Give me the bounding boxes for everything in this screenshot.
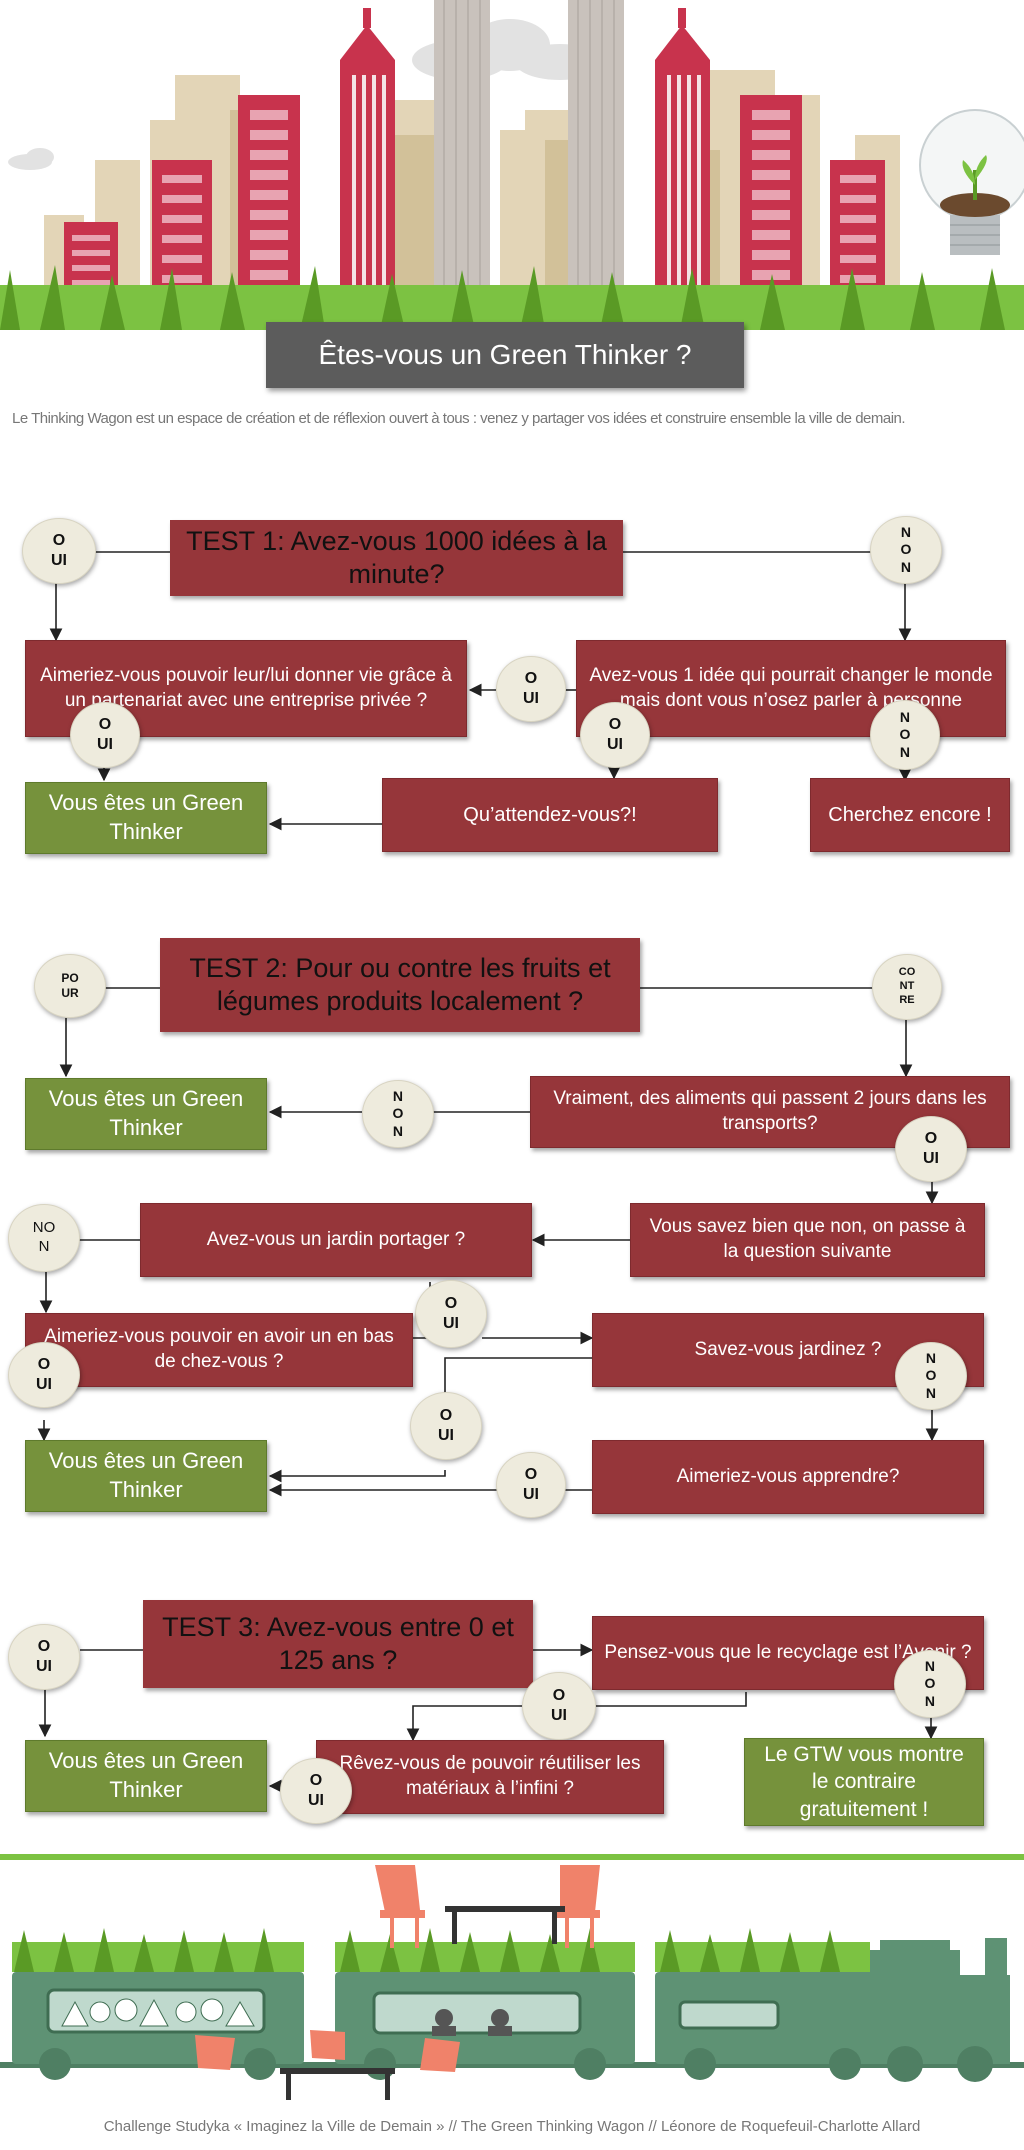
test2-non-circle-3: N O N	[895, 1342, 967, 1410]
test1-yes-left-circle: O UI	[70, 702, 140, 768]
test2-pour-circle: PO UR	[34, 954, 106, 1018]
test1-yes-circle: O UI	[22, 518, 96, 584]
test2-oui-circle-1: O UI	[895, 1116, 967, 1182]
test3-non-right-circle: N O N	[894, 1650, 966, 1718]
test2-question-know: Vous savez bien que non, on passe à la q…	[630, 1203, 985, 1277]
test2-oui-circle-2: O UI	[415, 1280, 487, 1348]
test2-result-green-thinker-1: Vous êtes un Green Thinker	[25, 1078, 267, 1150]
test3-result-green-thinker: Vous êtes un Green Thinker	[25, 1740, 267, 1812]
test2-question-garden: Avez-vous un jardin portager ?	[140, 1203, 532, 1277]
test2-question-learn: Aimeriez-vous apprendre?	[592, 1440, 984, 1514]
intro-text: Le Thinking Wagon est un espace de créat…	[12, 410, 906, 427]
light-bulb-icon	[919, 109, 1024, 255]
green-thinking-wagon-illustration	[0, 1854, 1024, 2100]
test3-oui-bottom-circle: O UI	[280, 1758, 352, 1824]
test1-yes-mid-circle: O UI	[496, 656, 566, 722]
test2-question-want-garden: Aimeriez-vous pouvoir en avoir un en bas…	[25, 1313, 413, 1387]
test2-oui-circle-3: O UI	[8, 1342, 80, 1408]
test3-oui-mid-circle: O UI	[522, 1672, 596, 1740]
test2-oui-circle-5: O UI	[496, 1452, 566, 1518]
page-title-text: Êtes-vous un Green Thinker ?	[318, 339, 692, 370]
test1-title: TEST 1: Avez-vous 1000 idées à la minute…	[170, 520, 623, 596]
test1-question-search: Cherchez encore !	[810, 778, 1010, 852]
test2-result-green-thinker-2: Vous êtes un Green Thinker	[25, 1440, 267, 1512]
test1-result-green-thinker: Vous êtes un Green Thinker	[25, 782, 267, 854]
test3-title: TEST 3: Avez-vous entre 0 et 125 ans ?	[143, 1600, 533, 1688]
test2-oui-circle-4: O UI	[410, 1392, 482, 1460]
footer-credits: Challenge Studyka « Imaginez la Ville de…	[103, 2118, 921, 2135]
test3-gtw-box: Le GTW vous montre le contraire gratuite…	[744, 1738, 984, 1826]
test2-contre-circle: CO NT RE	[872, 954, 942, 1020]
test2-non-circle-1: N O N	[362, 1080, 434, 1148]
test3-oui-left-circle: O UI	[8, 1624, 80, 1690]
city-skyline-illustration	[0, 0, 1024, 330]
page-title: Êtes-vous un Green Thinker ?	[266, 322, 744, 388]
test1-no-right-circle: N O N	[870, 700, 940, 770]
test3-question-reuse: Rêvez-vous de pouvoir réutiliser les mat…	[316, 1740, 664, 1814]
test2-non-circle-2: NO N	[8, 1204, 80, 1272]
test1-question-wait: Qu’attendez-vous?!	[382, 778, 718, 852]
test2-title: TEST 2: Pour ou contre les fruits et lég…	[160, 938, 640, 1032]
test1-yes-right-circle: O UI	[580, 702, 650, 768]
test1-no-circle: N O N	[870, 516, 942, 584]
